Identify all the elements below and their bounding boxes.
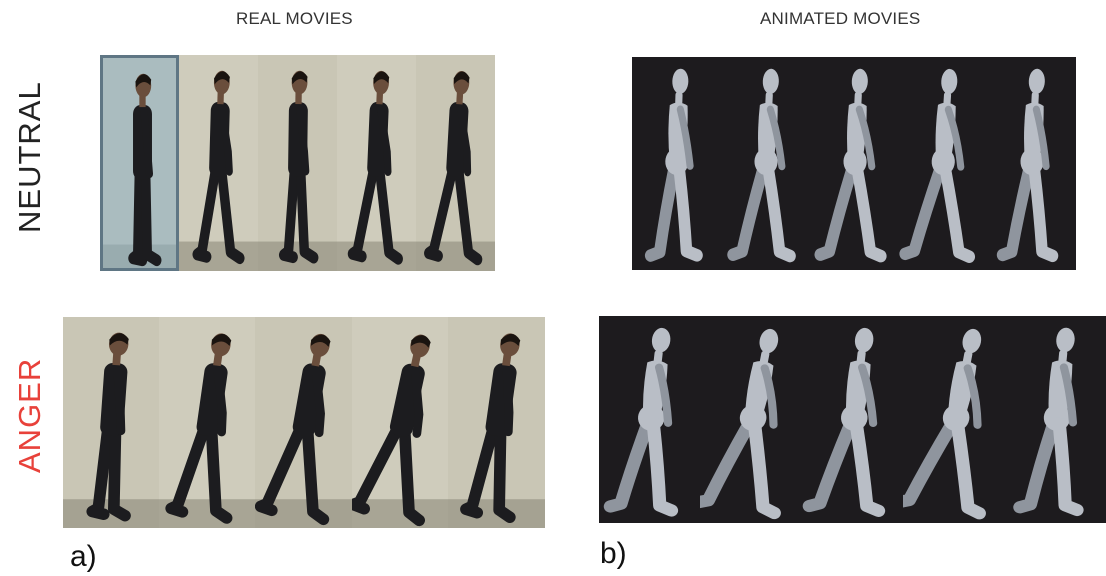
mannequin-figure	[997, 68, 1059, 263]
panel-label-a: a)	[70, 540, 97, 573]
video-frame	[416, 55, 495, 271]
animated-neutral-strip	[632, 57, 1077, 270]
mannequin-figure	[802, 327, 885, 517]
video-frame	[100, 55, 179, 271]
video-frame	[258, 55, 337, 271]
animation-frame	[809, 57, 899, 270]
actor-figure	[192, 70, 245, 265]
actor-figure	[255, 333, 331, 526]
mannequin-figure	[899, 68, 976, 264]
animation-frame	[1004, 316, 1106, 523]
actor-figure	[86, 332, 131, 522]
row-label-neutral: NEUTRAL	[12, 81, 47, 233]
animation-frame	[599, 316, 701, 523]
actor-figure	[424, 71, 483, 266]
mannequin-figure	[644, 68, 703, 262]
video-frame	[351, 317, 449, 528]
column-header-animated-movies: ANIMATED MOVIES	[760, 9, 921, 28]
video-frame	[159, 317, 257, 528]
actor-figure	[128, 73, 162, 267]
actor-figure	[351, 334, 431, 527]
video-frame	[255, 317, 353, 528]
video-frame	[447, 317, 545, 528]
actor-figure	[347, 70, 403, 265]
video-frame	[63, 317, 160, 528]
actor-figure	[165, 333, 233, 524]
video-frame	[337, 55, 416, 271]
mannequin-figure	[700, 328, 782, 520]
animation-frame	[801, 316, 904, 523]
animation-frame	[898, 57, 988, 270]
mannequin-figure	[1012, 327, 1084, 517]
mannequin-figure	[814, 68, 887, 263]
row-label-anger: ANGER	[12, 357, 47, 473]
mannequin-figure	[903, 328, 987, 520]
column-header-real-movies: REAL MOVIES	[236, 9, 353, 28]
real-neutral-strip	[100, 55, 495, 271]
animation-frame	[987, 57, 1077, 270]
mannequin-figure	[603, 327, 679, 517]
actor-figure	[278, 70, 319, 264]
actor-figure	[459, 333, 521, 523]
panel-label-b: b)	[600, 537, 627, 570]
video-frame	[179, 55, 258, 271]
mannequin-figure	[727, 68, 796, 263]
real-anger-strip	[63, 317, 545, 528]
animated-anger-strip	[599, 316, 1106, 523]
animation-frame	[632, 57, 721, 270]
animation-frame	[700, 316, 803, 523]
animation-frame	[720, 57, 810, 270]
animation-frame	[903, 316, 1006, 523]
